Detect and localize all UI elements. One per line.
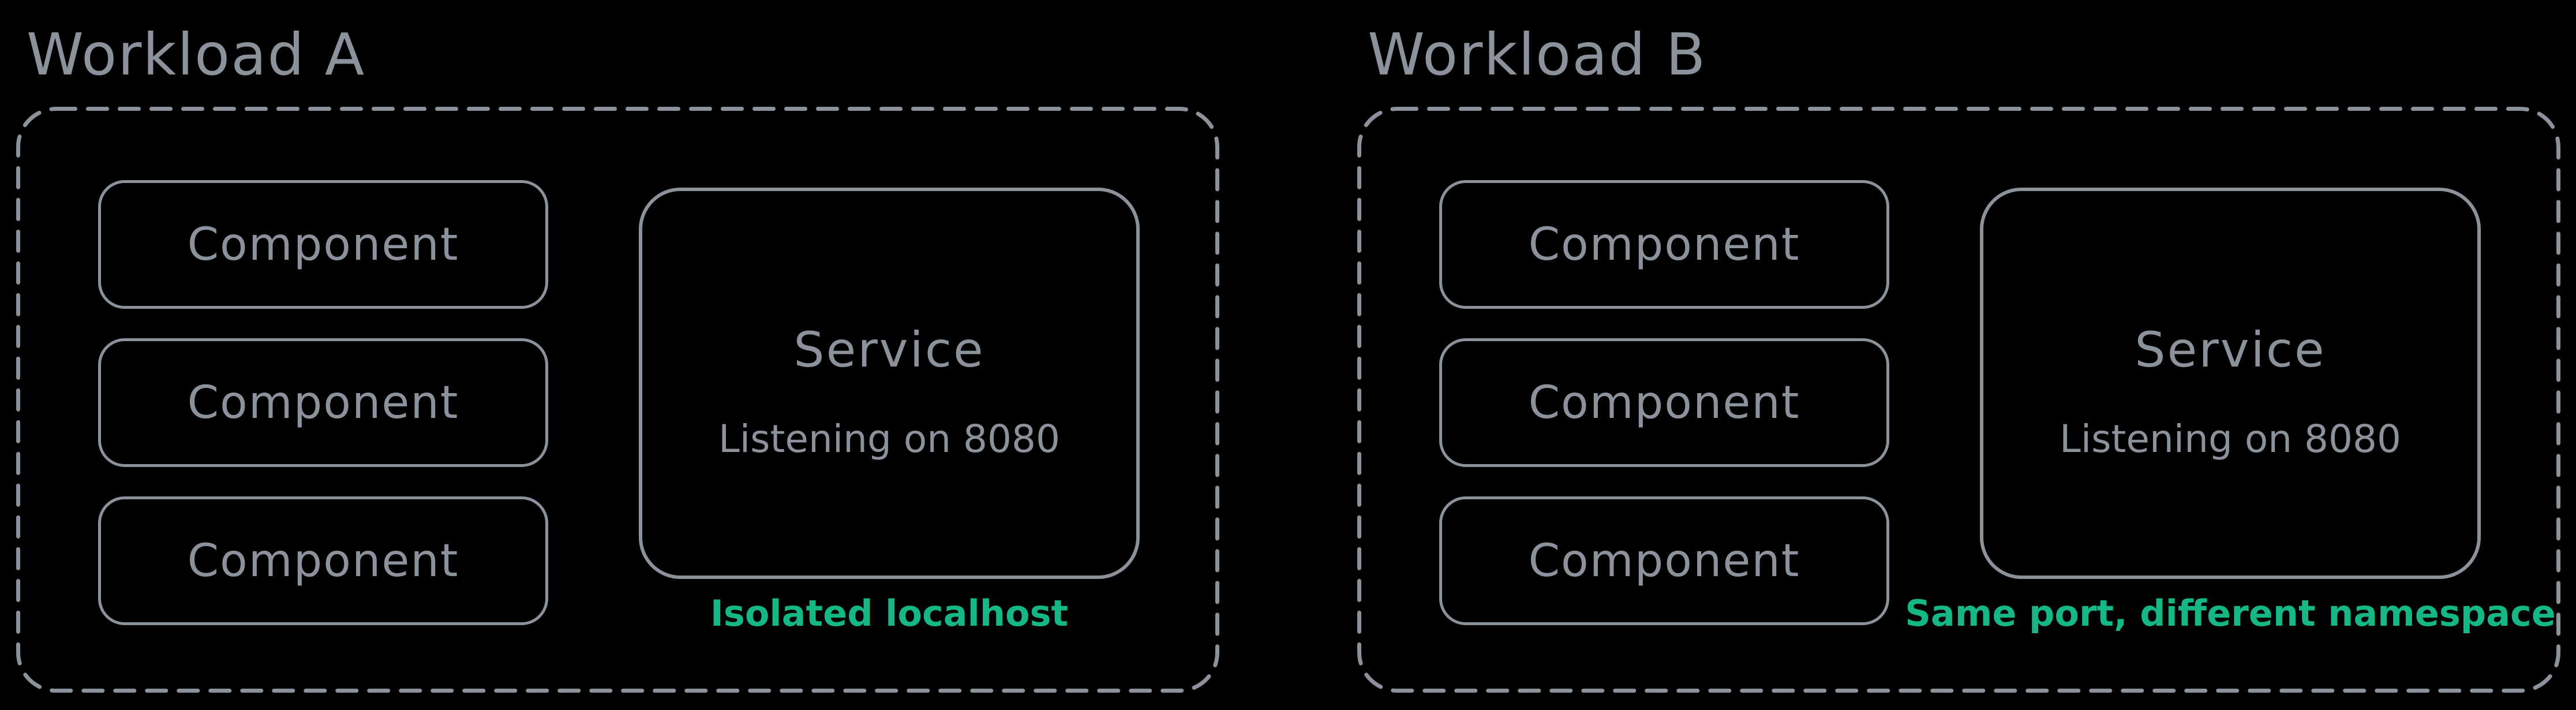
service-title: Service: [793, 322, 985, 378]
component-box: Component: [98, 180, 548, 309]
component-box: Component: [1439, 338, 1889, 467]
service-subtitle: Listening on 8080: [718, 417, 1060, 461]
workload-b-boundary: [1357, 107, 2560, 693]
component-box: Component: [1439, 180, 1889, 309]
workload-a-title: Workload A: [27, 21, 366, 88]
component-label: Component: [1528, 535, 1800, 587]
service-box: Service Listening on 8080: [639, 188, 1140, 579]
service-title: Service: [2135, 322, 2326, 378]
component-box: Component: [98, 338, 548, 467]
workload-b-group: Workload B Component Component Component…: [1341, 0, 2576, 710]
workload-a-group: Workload A Component Component Component…: [0, 0, 1235, 710]
component-box: Component: [1439, 496, 1889, 625]
dashed-boundary-rect: [16, 107, 1219, 693]
service-box: Service Listening on 8080: [1980, 188, 2481, 579]
component-label: Component: [187, 376, 459, 429]
component-label: Component: [187, 535, 459, 587]
component-box: Component: [98, 496, 548, 625]
workload-a-boundary: [16, 107, 1219, 693]
service-subtitle: Listening on 8080: [2059, 417, 2401, 461]
workload-a-note: Isolated localhost: [710, 592, 1069, 634]
workload-b-title: Workload B: [1368, 21, 1707, 88]
component-label: Component: [1528, 218, 1800, 271]
workload-b-note: Same port, different namespace: [1905, 592, 2556, 634]
component-label: Component: [1528, 376, 1800, 429]
component-label: Component: [187, 218, 459, 271]
dashed-boundary-rect: [1357, 107, 2560, 693]
